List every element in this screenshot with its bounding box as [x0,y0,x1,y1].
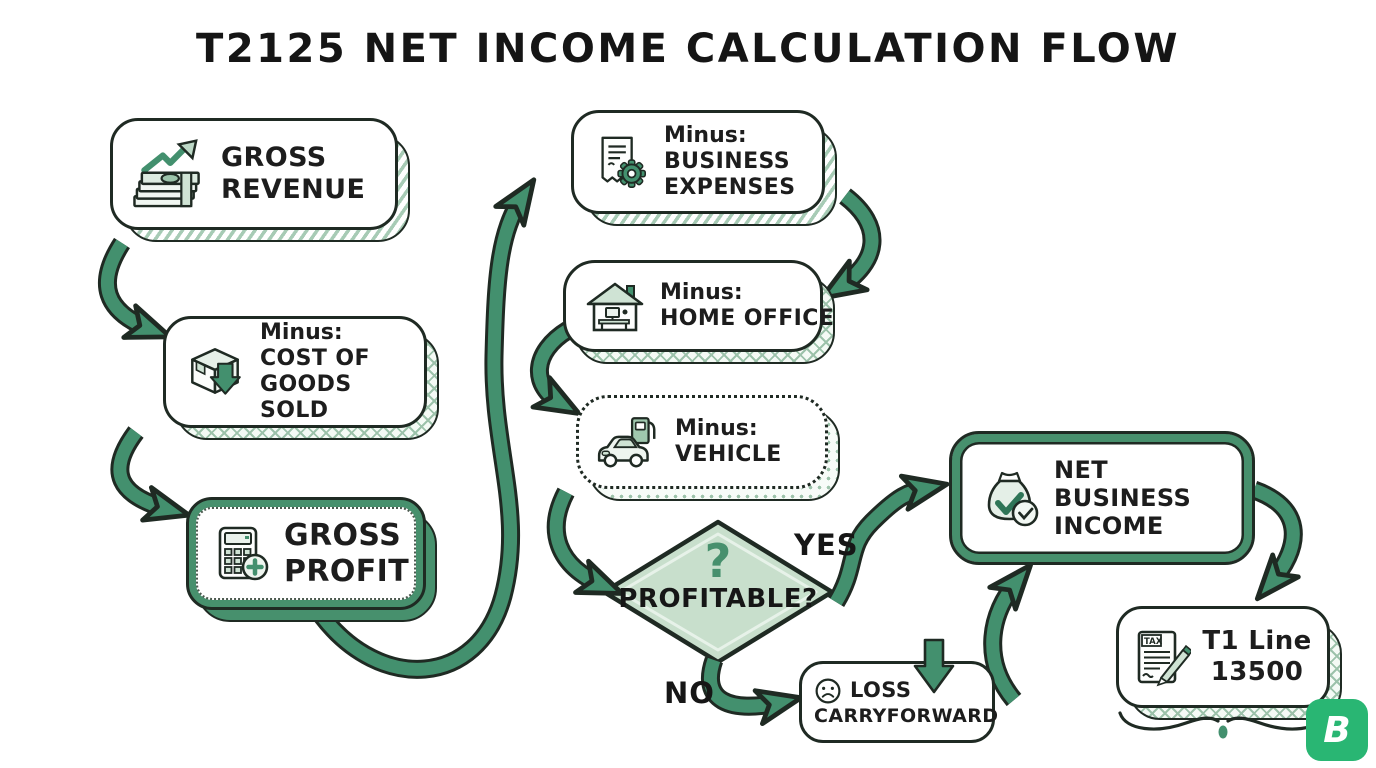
calculator-plus-icon [210,522,274,586]
branch-label-yes: YES [794,528,859,562]
arrow-home-office-to-vehicle [529,321,582,416]
arrow-net-income-to-t1-line [1250,481,1303,602]
node-label: BUSINESS EXPENSES [664,149,796,201]
node-label: COST OF GOODS SOLD [260,346,370,424]
money-growth-icon [129,137,209,211]
node-label: HOME OFFICE [660,306,835,332]
node-profitable-label: PROFITABLE? [618,584,818,614]
node-prefix: Minus: [664,122,747,148]
node-cost-of-goods-sold: Minus: COST OF GOODS SOLD [163,316,439,440]
money-bag-check-icon [976,466,1042,530]
tax-doc-tag: TAX [1144,637,1163,647]
arrow-no-to-loss-carryforward [700,656,804,727]
arrow-vehicle-to-profitable [546,487,625,596]
brand-logo-letter: B [1323,709,1351,751]
node-loss-carryforward: LOSS CARRYFORWARD [799,661,999,743]
receipt-gear-icon [590,131,652,193]
sad-face-icon [814,677,842,705]
node-label: T1 Line 13500 [1202,626,1312,687]
node-label: VEHICLE [675,442,782,468]
node-home-office: Minus: HOME OFFICE [563,260,835,364]
arrow-business-expenses-to-home-office [819,188,882,301]
node-gross-revenue: GROSS REVENUE [110,118,410,242]
node-vehicle: Minus: VEHICLE [576,395,840,501]
page-title: T2125 NET INCOME CALCULATION FLOW [196,26,1180,72]
node-label-line2: CARRYFORWARD [814,704,999,727]
node-net-business-income: NET BUSINESS INCOME [949,431,1255,565]
node-t1-line-13500: TAX T1 Line 13500 [1116,606,1342,720]
node-label: NET BUSINESS INCOME [1054,455,1192,541]
brand-logo: B [1306,699,1368,761]
tax-document-pencil-icon: TAX [1131,625,1191,689]
package-down-icon [182,339,248,405]
branch-label-no: NO [664,676,715,710]
home-office-icon [582,275,648,337]
node-prefix: Minus: [660,279,743,305]
node-gross-profit: GROSS PROFIT [186,497,437,622]
arrow-gross-profit-to-business-expenses [314,177,537,679]
node-label: GROSS REVENUE [221,142,366,205]
node-prefix: Minus: [260,319,343,345]
node-business-expenses: Minus: BUSINESS EXPENSES [571,110,837,226]
car-gas-icon [595,412,663,472]
node-prefix: Minus: [675,415,758,441]
arrow-loss-to-net-business-income [983,562,1033,707]
node-label: GROSS PROFIT [284,518,410,589]
arrow-cogs-to-gross-profit [110,426,192,523]
arrow-yes-to-net-business-income [827,473,950,607]
question-mark: ? [704,534,732,588]
node-label-line1: LOSS [850,678,912,703]
arrow-gross-revenue-to-cogs [98,237,173,340]
